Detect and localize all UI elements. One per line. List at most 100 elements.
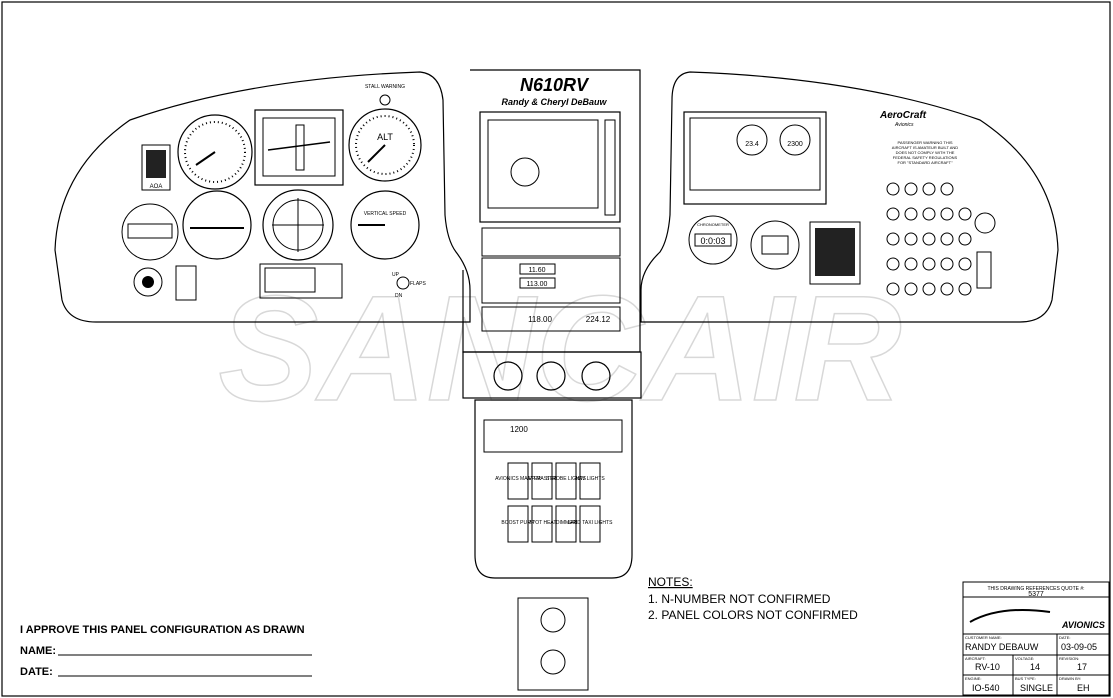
clock-gauge [121,203,179,261]
gps-range-ring [510,157,540,187]
placard-text: PASSENGER WARNING THIS AIRCRAFT IS AMATE… [891,140,959,165]
date-label: DATE: [1059,635,1070,640]
placard: PASSENGER WARNING THIS AIRCRAFT IS AMATE… [891,140,959,165]
note-item: 2. PANEL COLORS NOT CONFIRMED [648,608,858,622]
gps-unit [479,111,621,223]
airspeed-indicator [177,114,253,190]
power-outlet [976,251,992,289]
navcom-radio [481,257,621,304]
drawn-value: EH [1077,683,1090,693]
switch-label: NAV LIGHTS [575,476,605,482]
airspeed-needle [195,151,216,166]
switch-label: LAND TAXI LIGHTS [568,520,613,526]
switch-pitot-heat [531,505,553,543]
altimeter [348,108,422,182]
switch-label: PITOT HEAT [528,520,557,526]
customer-label: CUSTOMER NAME: [965,635,1002,640]
xpdr-code: 1200 [510,425,528,434]
vsi-label: VERTICAL SPEED [364,211,407,217]
chronometer-label: CHRONOMETER [697,222,729,227]
map-value: 23.4 [745,141,759,148]
no-smoking-sign-lower [540,607,566,633]
approval-statement: I APPROVE THIS PANEL CONFIGURATION AS DR… [20,624,305,636]
gps-screen [487,119,599,209]
elt-panel [809,221,861,285]
engine-monitor [683,111,827,205]
no-smoking-sign [974,212,996,234]
com-freq-1: 118.00 [528,315,552,324]
switch-avionics-master [507,462,529,500]
knob-3 [581,361,611,391]
switch-label: DIMMER [556,520,577,526]
revision-label: REVISION: [1059,656,1079,661]
chronometer [688,215,738,265]
circuit-breaker-grid [886,182,972,296]
bus-label: BUS TYPE: [1015,676,1036,681]
reference-label: THIS DRAWING REFERENCES QUOTE #: [987,586,1084,592]
switch-land-taxi-lights [579,505,601,543]
chronometer-window [694,233,732,247]
elt-display [815,228,855,276]
right-panel-outline [640,71,1059,323]
date-value: 03-09-05 [1061,642,1097,652]
switch-label: A/P MASTER [527,476,558,482]
switch-label: STROBE LIGHTS [546,476,587,482]
com-radio [481,306,621,332]
note-item: 1. N-NUMBER NOT CONFIRMED [648,592,831,606]
title-block [962,581,1110,696]
customer-value: RANDY DEBAUW [965,642,1039,652]
switch-strobe-lights [555,462,577,500]
center-knob-panel [462,351,642,399]
no-smoking-sign-lower-2 [540,649,566,675]
gps-knob-column [604,119,616,216]
map-gauge [736,124,768,156]
altimeter-label: ALT [377,132,393,142]
nav-freq-1: 11.60 [529,267,546,274]
switch-label: BOOST PUMP [501,520,535,526]
left-panel-outline [54,71,471,323]
attitude-display [262,117,336,177]
aoa-indicator [141,144,171,191]
flaps-label: FLAPS [410,281,427,287]
breaker-box [175,265,197,301]
reference-value: 5377 [1028,591,1044,598]
approval-name-label: NAME: [20,645,56,657]
aerocraft-sub: Avionics [894,122,914,128]
title-logo-swoosh [969,608,1051,623]
nav-freq-window-1 [519,263,556,275]
notes-title: NOTES: [648,575,693,589]
switch-ap-master [531,462,553,500]
engine-monitor-screen [689,117,821,191]
hsi [262,189,334,261]
chronometer-value: 0:0:03 [700,236,725,246]
switch-label: AVIONICS MASTER [495,476,541,482]
audio-panel [481,227,621,257]
knob-2 [536,361,566,391]
drawn-label: DRAWN BY: [1059,676,1081,681]
flaps-dn-label: DN [395,293,403,299]
altimeter-needle [367,144,386,163]
rpm-gauge [779,124,811,156]
transponder [483,419,623,453]
aoa-label: AOA [150,184,163,190]
ignition-switch [133,267,163,297]
aircraft-value: RV-10 [975,662,1000,672]
compass-card [761,235,789,255]
com-freq-2: 224.12 [586,315,611,324]
voltage-value: 14 [1030,662,1040,672]
attitude-indicator [254,109,344,186]
switch-boost-pump [507,505,529,543]
stall-warning-label: STALL WARNING [365,84,405,90]
aoa-display [146,150,166,178]
switch-row-2: BOOST PUMP PITOT HEAT DIMMER LAND TAXI L… [501,505,613,543]
airspeed-ticks [184,121,246,183]
flaps-switch [396,276,410,290]
switch-nav-lights [579,462,601,500]
autopilot-buttons [264,267,316,293]
lower-sign-panel [517,597,589,691]
altimeter-ticks [355,115,415,175]
switch-row-1: AVIONICS MASTER A/P MASTER STROBE LIGHTS… [495,462,605,500]
title-logo: AVIONICS [1061,620,1105,630]
